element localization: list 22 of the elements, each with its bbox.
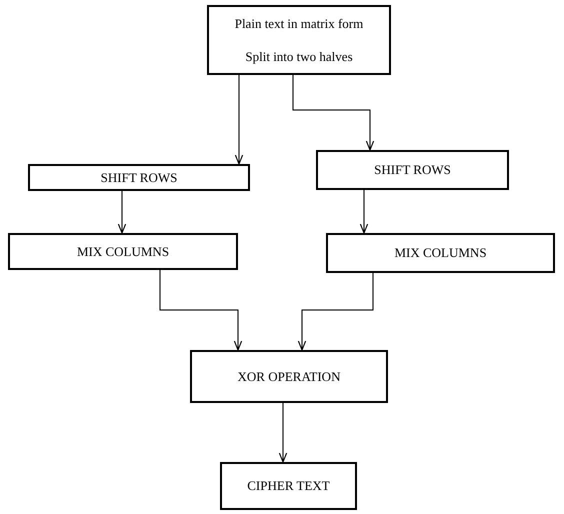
arrow (292, 74, 374, 151)
box-label: SHIFT ROWS (374, 162, 451, 178)
box-label: CIPHER TEXT (247, 478, 330, 494)
box-label: MIX COLUMNS (76, 244, 170, 260)
box-label: MIX COLUMNS (394, 245, 487, 261)
arrow (160, 270, 242, 351)
arrow (234, 74, 244, 165)
box-label: SHIFT ROWS (100, 170, 178, 186)
arrow (118, 190, 126, 234)
arrow (360, 190, 368, 234)
box-label: Split into two halves (245, 48, 353, 64)
process-box (316, 150, 509, 190)
process-box (8, 233, 238, 270)
process-box (207, 5, 391, 75)
process-box (28, 164, 250, 191)
arrow (278, 402, 288, 463)
process-box (190, 350, 388, 403)
arrow (298, 272, 374, 351)
process-box (220, 462, 357, 510)
box-label: Plain text in matrix form (234, 16, 364, 32)
process-box (326, 233, 555, 273)
box-label: XOR OPERATION (238, 368, 340, 384)
